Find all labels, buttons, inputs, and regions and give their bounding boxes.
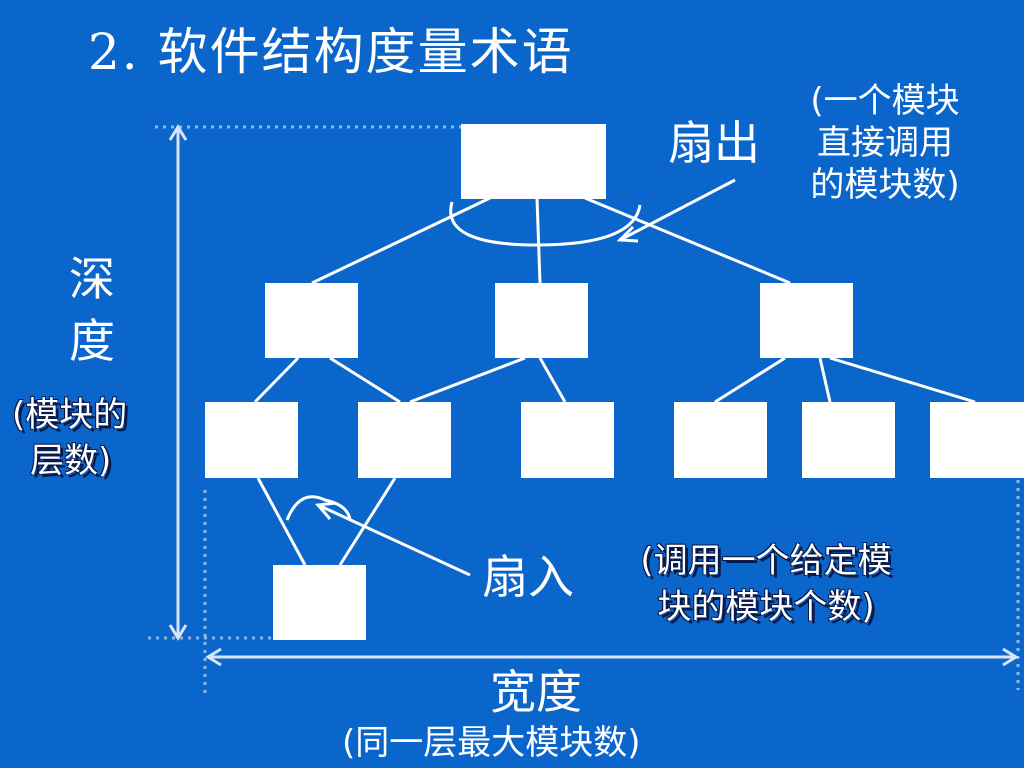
depth-note: (模块的 层数)	[12, 392, 127, 484]
module-root	[461, 124, 606, 199]
depth-label-line: 深	[69, 252, 115, 306]
fan-out-note-line: 直接调用	[817, 123, 953, 163]
fan-in-pointer	[315, 501, 471, 577]
module-l3-4	[674, 402, 767, 478]
module-l2-1	[265, 283, 358, 358]
module-l2-2	[495, 283, 588, 358]
page-title: 2. 软件结构度量术语	[88, 23, 574, 81]
module-l4-1	[273, 565, 366, 640]
module-l3-2	[358, 402, 451, 478]
call-lines	[253, 196, 976, 566]
module-l3-3	[521, 402, 614, 478]
fan-out-note: (一个模块 直接调用 的模块数)	[780, 80, 990, 206]
fan-out-pointer	[616, 178, 736, 243]
module-l2-3	[760, 283, 853, 358]
fan-in-note: (调用一个给定模 块的模块个数)	[596, 538, 936, 630]
fan-in-label: 扇入	[482, 550, 574, 604]
module-l3-1	[205, 402, 298, 478]
module-l3-6	[930, 402, 1024, 478]
depth-label: 深 度	[62, 248, 122, 372]
fan-out-note-line: (一个模块	[810, 81, 960, 121]
module-l3-5	[802, 402, 895, 478]
module-boxes	[205, 124, 1024, 640]
fan-out-note-line: 的模块数)	[810, 165, 960, 205]
depth-note-line: 层数)	[30, 441, 112, 481]
width-label: 宽度	[490, 665, 582, 719]
depth-arrow	[168, 124, 188, 641]
fan-in-note-line: (调用一个给定模	[640, 541, 892, 581]
depth-label-line: 度	[69, 314, 115, 368]
fan-in-note-line: 块的模块个数)	[657, 587, 875, 627]
depth-note-line: (模块的	[12, 395, 128, 435]
fan-out-arc	[449, 201, 642, 247]
fan-out-label: 扇出	[668, 116, 760, 170]
width-arrow	[205, 647, 1019, 667]
width-note: (同一层最大模块数)	[342, 723, 641, 763]
fan-in-arc	[285, 495, 352, 521]
